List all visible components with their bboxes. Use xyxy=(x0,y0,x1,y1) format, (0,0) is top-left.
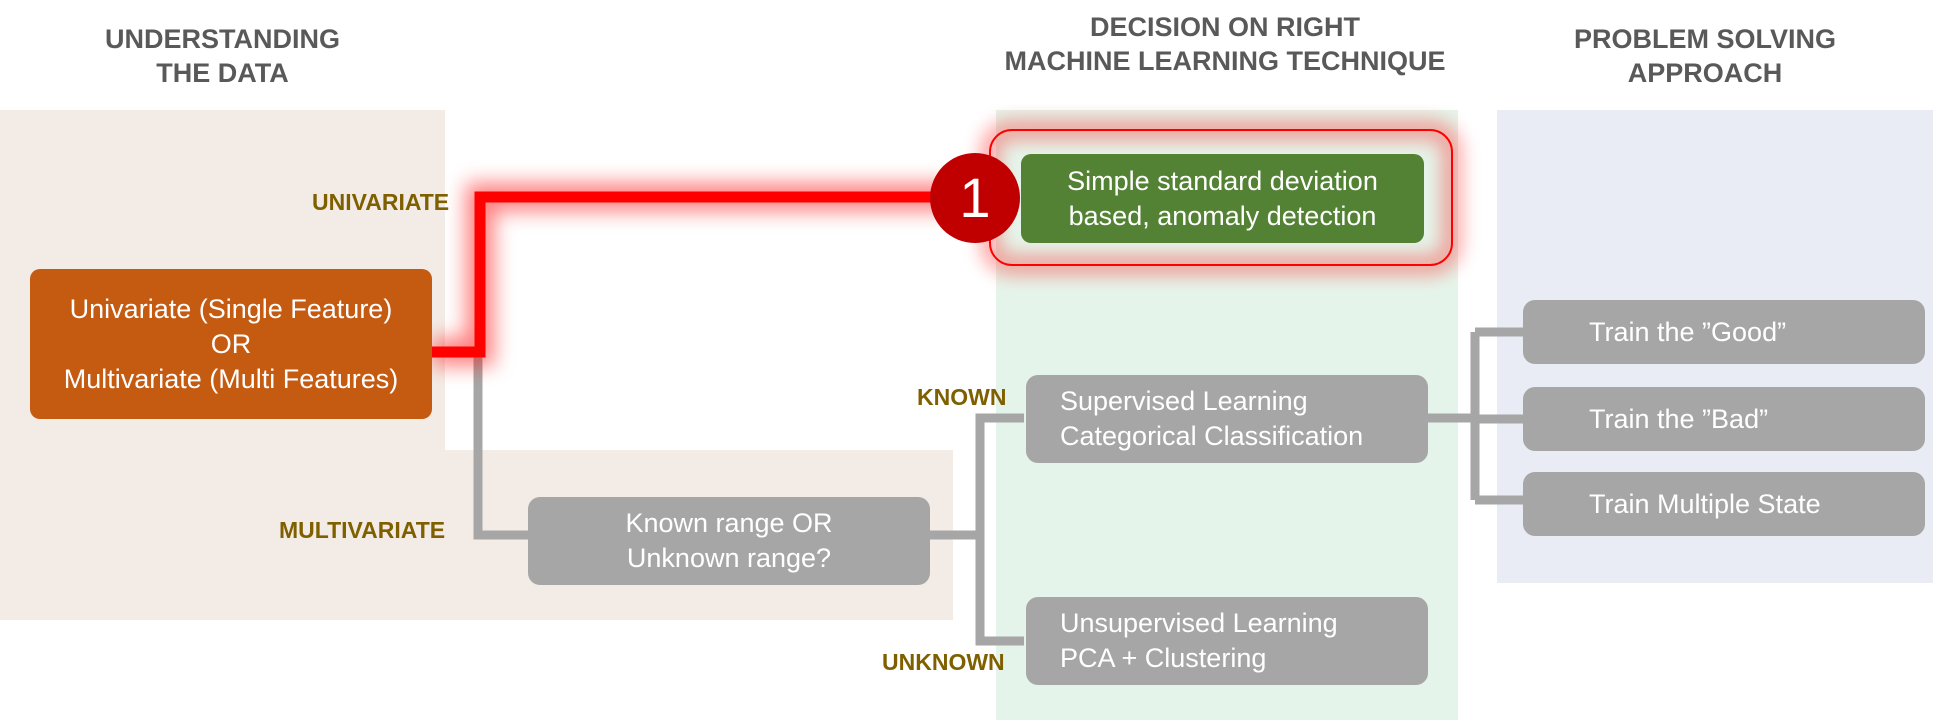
highlighted-path xyxy=(432,183,955,366)
step-marker: 1 xyxy=(930,153,1020,243)
data-type-box[interactable]: Univariate (Single Feature) OR Multivari… xyxy=(30,269,432,419)
train-good-box[interactable]: Train the ”Good” xyxy=(1523,300,1925,364)
label-known: KNOWN xyxy=(917,384,1007,410)
label-unknown: UNKNOWN xyxy=(882,649,1005,675)
range-decision-box[interactable]: Known range OR Unknown range? xyxy=(528,497,930,585)
header-understanding-data: UNDERSTANDING THE DATA xyxy=(105,24,340,88)
header-problem-solving: PROBLEM SOLVING APPROACH xyxy=(1573,24,1836,88)
train-bad-box[interactable]: Train the ”Bad” xyxy=(1523,387,1925,451)
header-decision-technique: DECISION ON RIGHT MACHINE LEARNING TECHN… xyxy=(1004,12,1446,76)
label-univariate: UNIVARIATE xyxy=(312,189,450,215)
train-multiple-state-box[interactable]: Train Multiple State xyxy=(1523,472,1925,536)
unsupervised-learning-box[interactable]: Unsupervised Learning PCA + Clustering xyxy=(1026,597,1428,685)
label-multivariate: MULTIVARIATE xyxy=(279,517,446,543)
simple-std-deviation-box[interactable]: Simple standard deviation based, anomaly… xyxy=(1021,154,1424,243)
supervised-learning-box[interactable]: Supervised Learning Categorical Classifi… xyxy=(1026,375,1428,463)
